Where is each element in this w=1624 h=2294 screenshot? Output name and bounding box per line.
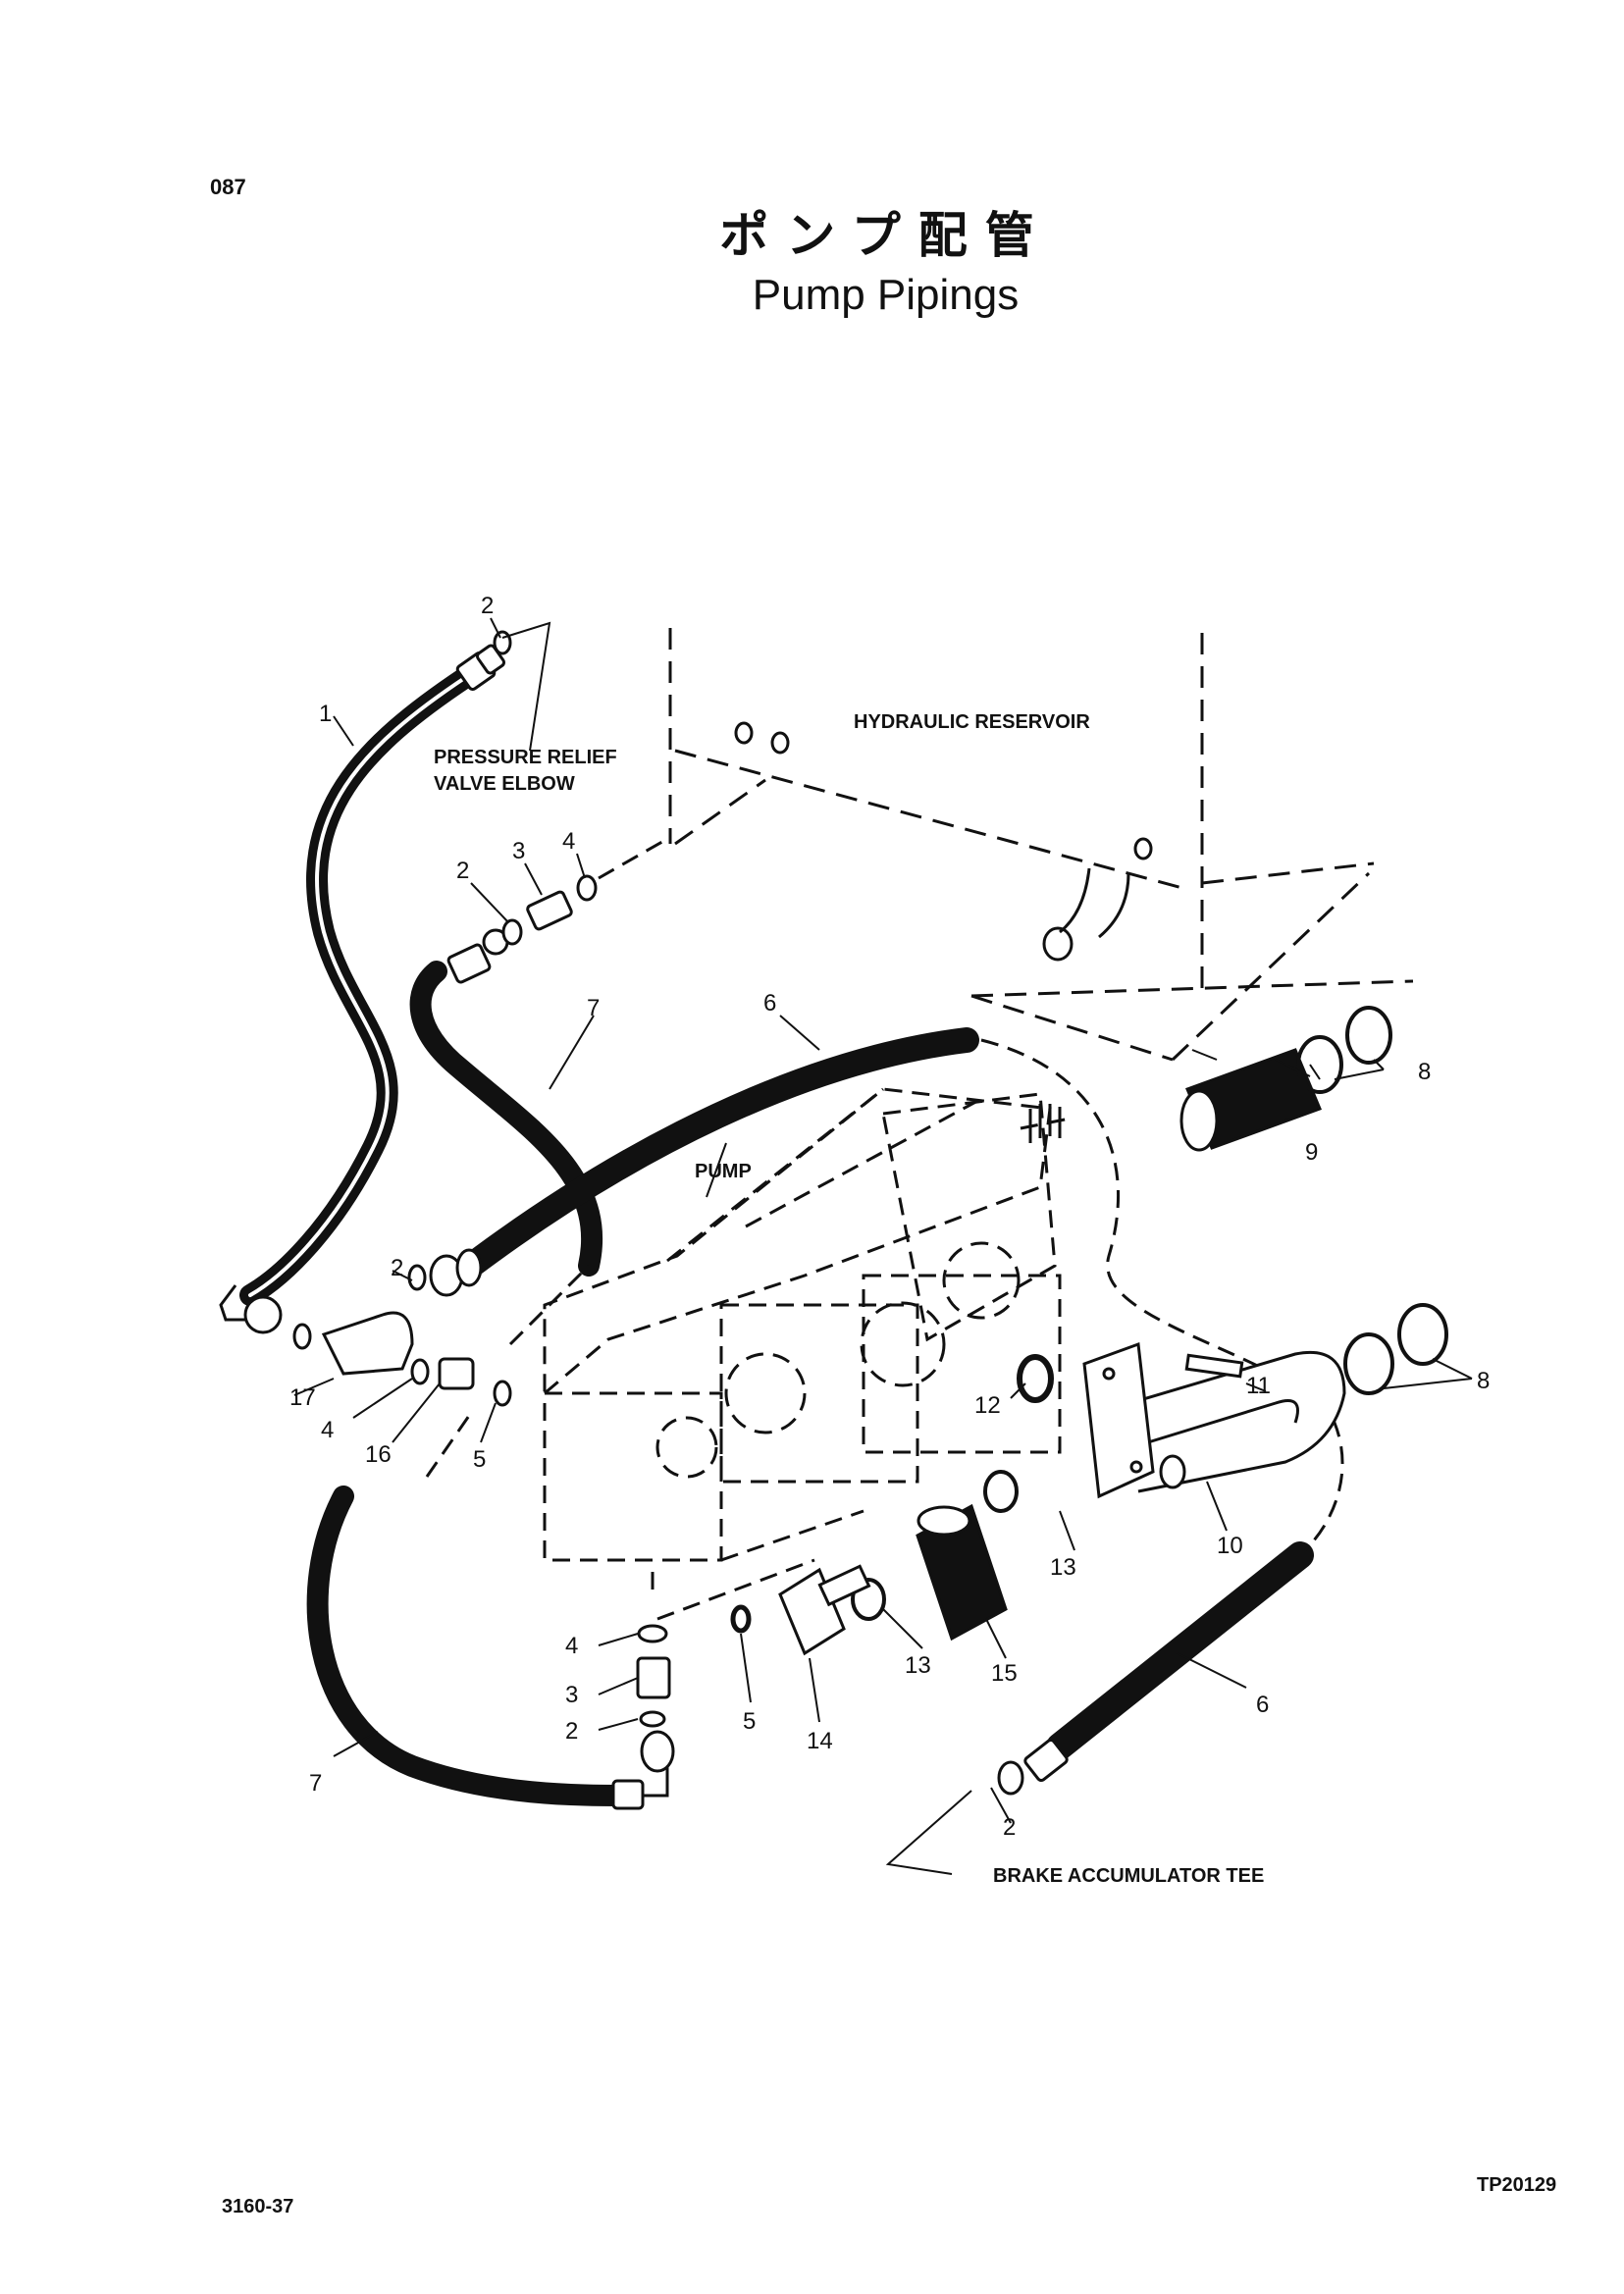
hose-7-upper bbox=[409, 961, 603, 1277]
callout-2: 2 bbox=[481, 593, 494, 619]
page-title-japanese: ポンプ配管 bbox=[719, 207, 1052, 264]
callout-3: 3 bbox=[565, 1682, 578, 1708]
callout-6: 6 bbox=[763, 990, 776, 1017]
dashed-reference-lines bbox=[425, 837, 668, 1590]
hose-7-lower-fittings bbox=[611, 1730, 675, 1810]
callout-7: 7 bbox=[309, 1770, 322, 1797]
o-ring-12 bbox=[1017, 1354, 1054, 1403]
label-hydraulic-reservoir: HYDRAULIC RESERVOIR bbox=[854, 711, 1090, 733]
callout-2: 2 bbox=[391, 1255, 403, 1281]
callout-10: 10 bbox=[1217, 1533, 1243, 1559]
hydraulic-reservoir bbox=[668, 628, 1414, 1062]
leader-lines bbox=[293, 617, 1473, 1875]
hose-7-lower bbox=[306, 1486, 639, 1806]
callout-16: 16 bbox=[365, 1441, 392, 1468]
callout-11: 11 bbox=[1246, 1373, 1271, 1399]
callout-13: 13 bbox=[905, 1652, 931, 1679]
hose-7-upper-fitting bbox=[446, 928, 509, 984]
hose-6-lower bbox=[1046, 1541, 1314, 1760]
callout-13: 13 bbox=[1050, 1554, 1076, 1581]
hose-clamps-8-upper bbox=[1296, 1006, 1392, 1094]
drawing-code-right: TP20129 bbox=[1477, 2174, 1557, 2196]
callout-7: 7 bbox=[587, 995, 600, 1021]
fitting-row-upper bbox=[493, 630, 598, 946]
page-title-english: Pump Pipings bbox=[752, 271, 1020, 319]
drawing-code-left: 3160-37 bbox=[222, 2196, 294, 2217]
callout-4: 4 bbox=[565, 1633, 578, 1659]
hose-1 bbox=[239, 666, 477, 1306]
hose-clamps-13 bbox=[851, 1470, 1019, 1621]
hose-6-dashed-route bbox=[980, 1038, 1344, 1552]
callout-5: 5 bbox=[473, 1446, 486, 1473]
capscrew-11 bbox=[1184, 1353, 1244, 1379]
page-number: 087 bbox=[210, 175, 246, 199]
callout-12: 12 bbox=[974, 1392, 1001, 1419]
callout-3: 3 bbox=[512, 838, 525, 864]
callout-4: 4 bbox=[321, 1417, 334, 1443]
callout-9: 9 bbox=[1305, 1139, 1318, 1166]
callout-2: 2 bbox=[456, 858, 469, 884]
hose-15 bbox=[916, 1503, 1008, 1642]
label-pump: PUMP bbox=[695, 1161, 752, 1182]
callout-14: 14 bbox=[807, 1728, 833, 1754]
callout-4: 4 bbox=[562, 828, 575, 855]
hose-6-lower-fitting bbox=[997, 1739, 1069, 1796]
callout-17: 17 bbox=[289, 1384, 316, 1411]
callout-1: 1 bbox=[319, 701, 332, 727]
fitting-row-left bbox=[292, 1264, 512, 1407]
hose-9 bbox=[1179, 1048, 1322, 1152]
callout-8: 8 bbox=[1477, 1368, 1490, 1394]
elbow-14 bbox=[778, 1564, 871, 1656]
label-pressure-relief-line2: VALVE ELBOW bbox=[434, 773, 575, 795]
title-block: ポンプ配管 Pump Pipings bbox=[0, 196, 1624, 320]
label-brake-accumulator-tee: BRAKE ACCUMULATOR TEE bbox=[993, 1865, 1264, 1887]
hose-6-upper-fitting bbox=[429, 1248, 483, 1297]
fitting-stack-lower bbox=[636, 1624, 671, 1728]
reservoir-port-fittings bbox=[734, 721, 1153, 962]
callout-15: 15 bbox=[991, 1660, 1018, 1687]
flange-plate bbox=[1082, 1341, 1155, 1499]
callout-8: 8 bbox=[1418, 1059, 1431, 1085]
o-ring-5-lower bbox=[730, 1604, 752, 1634]
hose-1-fittings bbox=[219, 644, 506, 1334]
hose-clamps-8-lower bbox=[1343, 1303, 1448, 1395]
suction-tube-10 bbox=[1113, 1350, 1346, 1493]
callout-2: 2 bbox=[1003, 1814, 1016, 1841]
label-pressure-relief-line1: PRESSURE RELIEF bbox=[434, 747, 617, 768]
pump-shaft-splines bbox=[1028, 1104, 1062, 1143]
callout-6: 6 bbox=[1256, 1692, 1269, 1718]
callout-5: 5 bbox=[743, 1708, 756, 1735]
hose-6-upper bbox=[458, 1027, 979, 1278]
callout-2: 2 bbox=[565, 1718, 578, 1745]
